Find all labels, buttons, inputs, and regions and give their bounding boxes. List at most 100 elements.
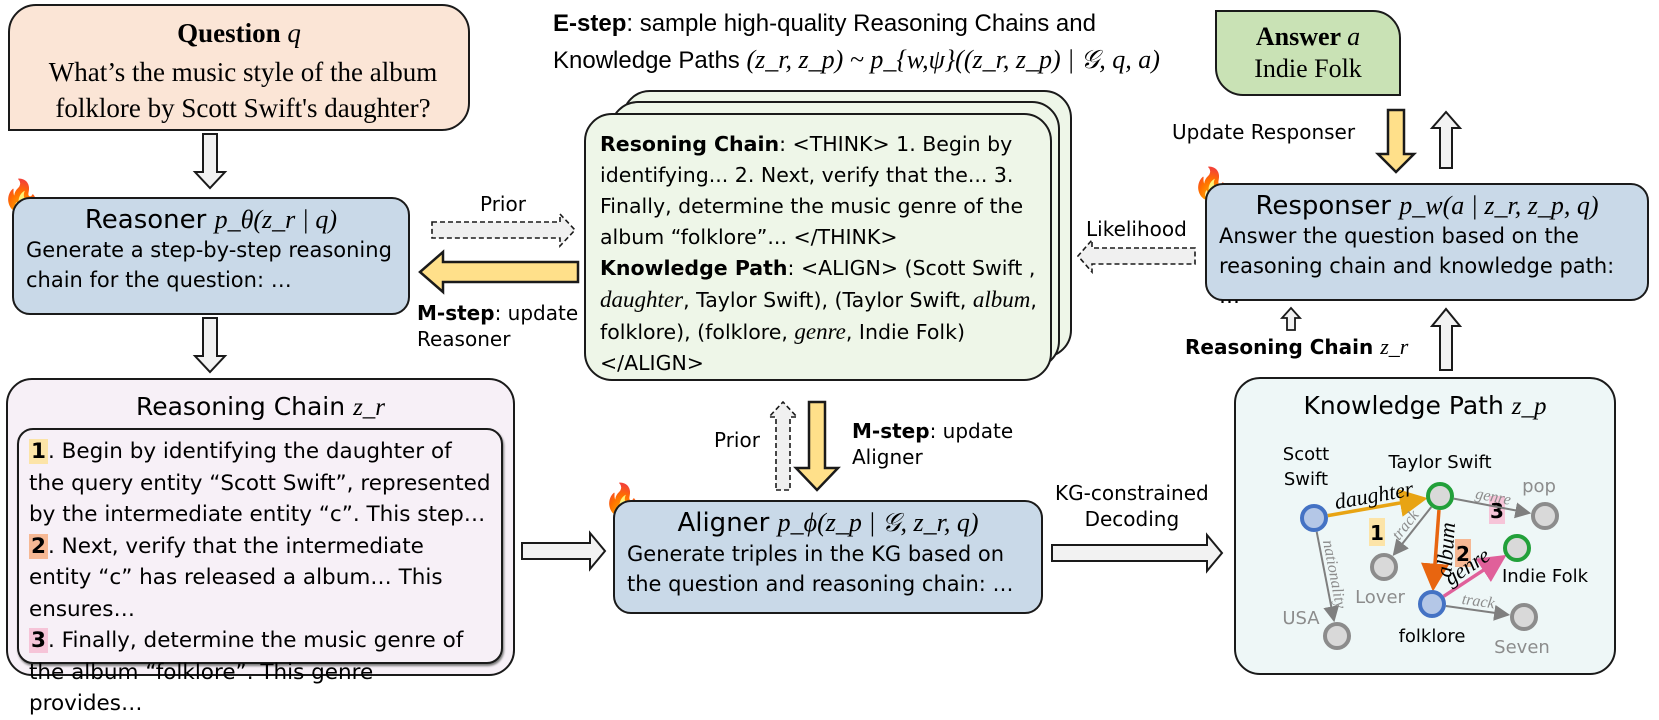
e-step-formula: (z_r, z_p) ~ p_{w,ψ}((z_r, z_p) | 𝒢, q, … <box>746 45 1160 74</box>
reasoner-title: Reasoner <box>84 205 207 235</box>
reasoning-chain-symbol: z_r <box>353 394 386 421</box>
responser-title: Responser <box>1255 191 1391 221</box>
kg-edge-taylor-folklore <box>1421 509 1449 592</box>
sample-kp-relation: album <box>972 287 1031 312</box>
step-number-badge: 1 <box>29 439 48 464</box>
sample-kp-text: , folklore), (folklore, <box>600 288 1037 344</box>
e-step-line1: : sample high-quality Reasoning Chains a… <box>626 10 1096 37</box>
kg-node-label: Lover <box>1355 587 1405 608</box>
kg-node-label: Seven <box>1494 637 1550 658</box>
kg-edge-relation-label: track <box>1461 591 1497 613</box>
arrow-update-responser <box>1374 108 1418 174</box>
arrow-chain-to-responser <box>1279 306 1303 331</box>
arrow-question-to-reasoner <box>192 133 228 190</box>
reasoning-chain-steps: 1. Begin by identifying the daughter of … <box>17 428 503 716</box>
question-title-text: Question <box>177 18 281 48</box>
sample-rc-label: Resoning Chain <box>600 132 780 156</box>
arrow-likelihood <box>1076 237 1196 275</box>
step-number-badge: 2 <box>29 533 48 559</box>
kg-edge-scott-taylor <box>1327 489 1428 518</box>
reasoning-chain-input-symbol: z_r <box>1380 334 1409 359</box>
answer-symbol: a <box>1347 22 1361 51</box>
kg-node-label: Swift <box>1284 469 1328 490</box>
mstep-aligner-line2: Aligner <box>852 445 923 469</box>
sample-card: Resoning Chain: <THINK> 1. Begin by iden… <box>584 113 1052 381</box>
step-number-badge: 3 <box>29 628 48 653</box>
kg-node-indie <box>1503 534 1531 562</box>
arrow-chain-to-aligner <box>521 530 607 572</box>
sample-kp-label: Knowledge Path <box>600 256 788 280</box>
kg-node-label: Taylor Swift <box>1387 452 1491 473</box>
question-box: Question q What’s the music style of the… <box>8 4 470 131</box>
mstep-reasoner-line2: Reasoner <box>417 327 511 351</box>
sample-rc-text: : <THINK> 1. Begin by identifying... 2. … <box>600 132 1024 249</box>
aligner-formula: p_ϕ(z_p | 𝒢, z_r, q) <box>777 508 979 537</box>
kg-node-label: Scott <box>1283 444 1329 465</box>
kg-step-number: 3 <box>1490 499 1504 523</box>
arrows-layer <box>192 108 1463 574</box>
aligner-description: Generate triples in the KG based on the … <box>627 542 1014 596</box>
question-title: Question q <box>10 18 468 49</box>
sample-kp-relation: genre <box>794 319 846 344</box>
aligner-box: Aligner p_ϕ(z_p | 𝒢, z_r, q) Generate tr… <box>613 500 1043 614</box>
arrow-mstep-aligner <box>793 400 841 492</box>
kg-node-folklore <box>1418 590 1446 618</box>
reasoner-formula: p_θ(z_r | q) <box>214 205 338 234</box>
kg-step-badge-bg <box>1489 496 1505 524</box>
kg-step-badge-bg <box>1455 539 1471 567</box>
kg-node-pop <box>1531 502 1559 530</box>
kg-node-label: Indie Folk <box>1502 566 1589 587</box>
kg-node-label: USA <box>1282 608 1320 629</box>
sample-kp-text: : <ALIGN> (Scott Swift , <box>787 256 1036 280</box>
kg-step-number: 1 <box>1370 521 1384 545</box>
arrow-prior-aligner <box>767 400 799 491</box>
kg-edge-taylor-pop <box>1453 497 1532 519</box>
answer-text: Indie Folk <box>1254 54 1362 83</box>
arrow-kg-to-responser <box>1429 307 1463 371</box>
kg-edge-scott-usa <box>1315 531 1340 623</box>
label-likelihood: Likelihood <box>1086 217 1187 241</box>
kg-edge-relation-label: nationality <box>1319 539 1349 611</box>
kg-decoding-line2: Decoding <box>1084 507 1180 531</box>
question-text: What’s the music style of the album folk… <box>48 57 438 123</box>
reasoning-chain-title: Reasoning Chain <box>135 392 346 421</box>
kg-node-taylor <box>1426 482 1454 510</box>
kg-step-number: 2 <box>1456 542 1470 566</box>
sample-kp-text: , Indie Folk) </ALIGN> <box>600 320 965 375</box>
e-step-caption: E-step: sample high-quality Reasoning Ch… <box>553 6 1160 79</box>
reasoning-step: 1. Begin by identifying the daughter of … <box>29 436 491 531</box>
reasoning-step: 2. Next, verify that the intermediate en… <box>29 531 491 626</box>
label-update-responser: Update Responser <box>1172 120 1356 144</box>
arrow-prior-to-samples <box>431 211 577 249</box>
kg-node-label: folklore <box>1399 626 1466 647</box>
kg-node-usa <box>1323 622 1351 650</box>
reasoner-description: Generate a step-by-step reasoning chain … <box>26 238 392 292</box>
step-text: . Begin by identifying the daughter of t… <box>29 439 491 527</box>
responser-description: Answer the question based on the reasoni… <box>1219 224 1615 308</box>
responser-formula: p_w(a | z_r, z_p, q) <box>1399 191 1599 220</box>
kg-node-scott <box>1300 504 1328 532</box>
e-step-line2: Knowledge Paths <box>553 47 747 74</box>
sample-kp-relation: daughter <box>600 287 684 312</box>
kg-edge-relation-label: genre <box>1474 485 1512 508</box>
mstep-aligner-bold: M-step <box>852 419 930 443</box>
kg-node-label: pop <box>1522 476 1556 497</box>
kg-edge-folklore-indie <box>1442 554 1507 598</box>
label-prior-bottom: Prior <box>714 428 760 452</box>
aligner-title: Aligner <box>677 508 770 538</box>
reasoner-box: Reasoner p_θ(z_r | q) Generate a step-by… <box>12 197 410 315</box>
kg-edge-folklore-seven <box>1445 604 1511 621</box>
arrow-kg-constrained-decoding <box>1051 532 1224 574</box>
answer-title: Answer <box>1255 22 1341 51</box>
knowledge-path-symbol: z_p <box>1511 393 1547 420</box>
mstep-aligner-rest: : update <box>929 419 1014 443</box>
arrow-mstep-reasoner <box>418 249 580 295</box>
label-reasoning-chain-input: Reasoning Chain z_r <box>1185 334 1408 360</box>
kg-decoding-line1: KG-constrained <box>1055 481 1209 505</box>
arrow-responser-to-answer <box>1429 110 1463 169</box>
label-prior-top: Prior <box>480 192 526 216</box>
label-kg-decoding: KG-constrained Decoding <box>1055 480 1209 532</box>
reasoning-chain-input-text: Reasoning Chain <box>1185 335 1374 359</box>
e-step-bold: E-step <box>553 10 627 37</box>
arrow-reasoner-to-chain <box>192 317 228 374</box>
